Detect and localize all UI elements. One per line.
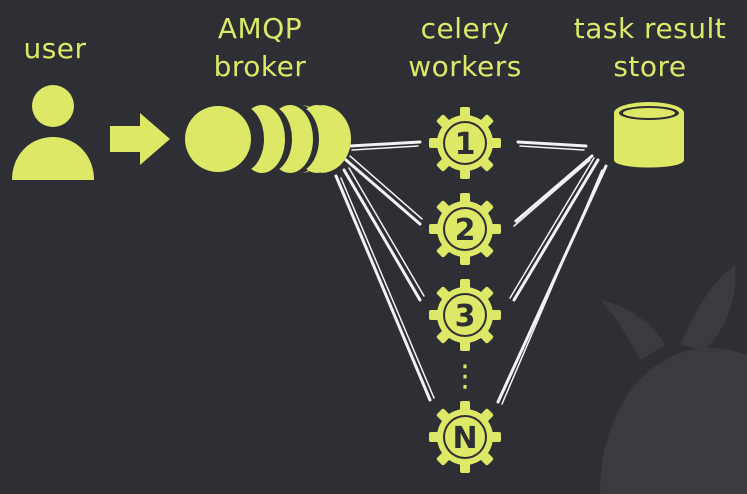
workers-group: 1 2 3N xyxy=(429,107,501,473)
broker-label-line1: AMQP xyxy=(217,12,303,45)
connector-worker-n-store xyxy=(496,164,608,404)
connector-broker-worker-3 xyxy=(342,168,422,302)
worker-label: 2 xyxy=(455,213,476,248)
user-label: user xyxy=(10,30,100,68)
user-icon xyxy=(12,85,94,180)
worker-n: N xyxy=(429,401,501,473)
store-label-line1: task result xyxy=(573,12,727,45)
worker-label: 1 xyxy=(455,127,476,162)
worker-3: 3 xyxy=(429,279,501,351)
connector-broker-worker-1 xyxy=(348,140,422,148)
broker-queue-icon xyxy=(185,105,351,173)
database-icon xyxy=(614,102,684,168)
arrow-right-icon xyxy=(110,113,170,165)
user-label-text: user xyxy=(23,32,87,65)
connector-worker-2-store xyxy=(514,154,594,223)
broker-label-line2: broker xyxy=(213,50,307,83)
celery-mascot-icon xyxy=(600,265,747,494)
connector-worker-3-store xyxy=(512,158,600,302)
worker-1: 1 xyxy=(429,107,501,179)
connector-broker-worker-2 xyxy=(344,158,422,226)
connector-broker-worker-n xyxy=(334,174,432,402)
workers-label-line2: workers xyxy=(408,50,522,83)
workers-label-line1: celery xyxy=(420,12,510,45)
worker-2: 2 xyxy=(429,193,501,265)
store-label-line2: store xyxy=(613,50,687,83)
worker-label: 3 xyxy=(455,299,476,334)
workers-label: celery workers xyxy=(390,10,540,86)
store-label: task result store xyxy=(560,10,740,86)
connectors xyxy=(334,140,608,405)
worker-ellipsis: ⋮ xyxy=(450,359,480,394)
connector-worker-1-store xyxy=(516,140,588,148)
broker-label: AMQP broker xyxy=(195,10,325,86)
worker-label: N xyxy=(452,421,477,456)
